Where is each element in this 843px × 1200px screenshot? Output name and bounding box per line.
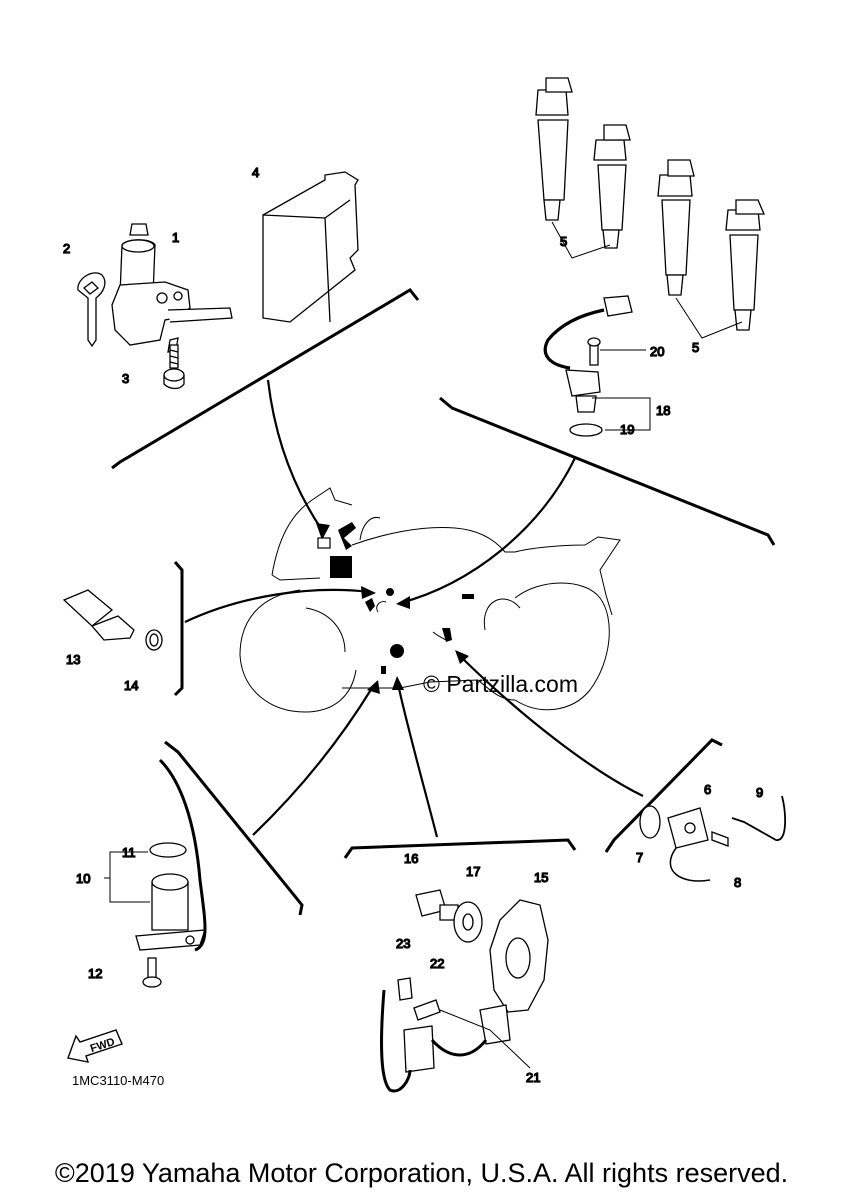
locator-marks xyxy=(317,522,474,674)
callout-4: 4 xyxy=(252,165,259,180)
callout-5b: 5 xyxy=(692,340,699,355)
frame-top-left xyxy=(111,288,420,470)
diagram-code: 1MC3110-M470 xyxy=(72,1073,165,1088)
ignition-coil-c xyxy=(657,159,695,296)
callout-19: 19 xyxy=(620,422,634,437)
ignition-coil-b xyxy=(593,124,631,249)
callout-1: 1 xyxy=(172,230,179,245)
frame-bottom-left xyxy=(164,740,304,916)
callout-3: 3 xyxy=(122,371,129,386)
main-switch xyxy=(111,223,233,353)
copyright-notice: ©2019 Yamaha Motor Corporation, U.S.A. A… xyxy=(54,1158,789,1188)
frame-bottom-right xyxy=(604,738,723,853)
callout-22: 22 xyxy=(430,956,444,971)
ecu xyxy=(262,171,359,323)
callout-15: 15 xyxy=(534,870,548,885)
temperature-sensor xyxy=(62,589,163,651)
callout-2: 2 xyxy=(63,241,70,256)
leader-18 xyxy=(592,397,651,431)
leader-21 xyxy=(439,1009,531,1069)
ignition-coil-a xyxy=(535,77,573,221)
callout-8: 8 xyxy=(734,875,741,890)
callout-labels: 1 2 3 4 5 5 6 7 8 9 10 11 12 13 14 15 16… xyxy=(62,164,764,1085)
bolt-3 xyxy=(163,344,185,390)
leader-arrows xyxy=(184,379,644,838)
callout-7: 7 xyxy=(636,850,643,865)
watermark: © Partzilla.com xyxy=(423,671,578,697)
sprocket-group xyxy=(380,889,549,1093)
frame-bottom-center xyxy=(343,838,577,859)
leader-5b xyxy=(675,297,743,339)
callout-12: 12 xyxy=(88,966,102,981)
callout-11: 11 xyxy=(122,845,136,860)
leader-10 xyxy=(104,851,150,903)
callout-21: 21 xyxy=(526,1070,540,1085)
neutral-switch xyxy=(639,795,786,882)
callout-10: 10 xyxy=(76,871,90,886)
speed-sensor xyxy=(543,295,633,437)
callout-6: 6 xyxy=(704,782,711,797)
ignition-coil-d xyxy=(725,199,765,331)
callout-5a: 5 xyxy=(560,234,567,249)
arrow-heads xyxy=(316,523,469,694)
key xyxy=(77,272,106,348)
callout-9: 9 xyxy=(756,785,763,800)
callout-16: 16 xyxy=(404,851,418,866)
motorcycle-outline xyxy=(239,487,621,713)
callout-13: 13 xyxy=(66,652,80,667)
callout-23: 23 xyxy=(396,936,410,951)
leader-5a xyxy=(551,221,611,259)
frame-left xyxy=(173,561,184,697)
frame-top-right xyxy=(439,396,776,546)
callout-14: 14 xyxy=(124,678,138,693)
fwd-arrow-icon: FWD xyxy=(67,1029,123,1063)
callout-20: 20 xyxy=(650,344,664,359)
solenoid xyxy=(135,758,207,988)
callout-17: 17 xyxy=(466,864,480,879)
callout-18: 18 xyxy=(656,403,670,418)
